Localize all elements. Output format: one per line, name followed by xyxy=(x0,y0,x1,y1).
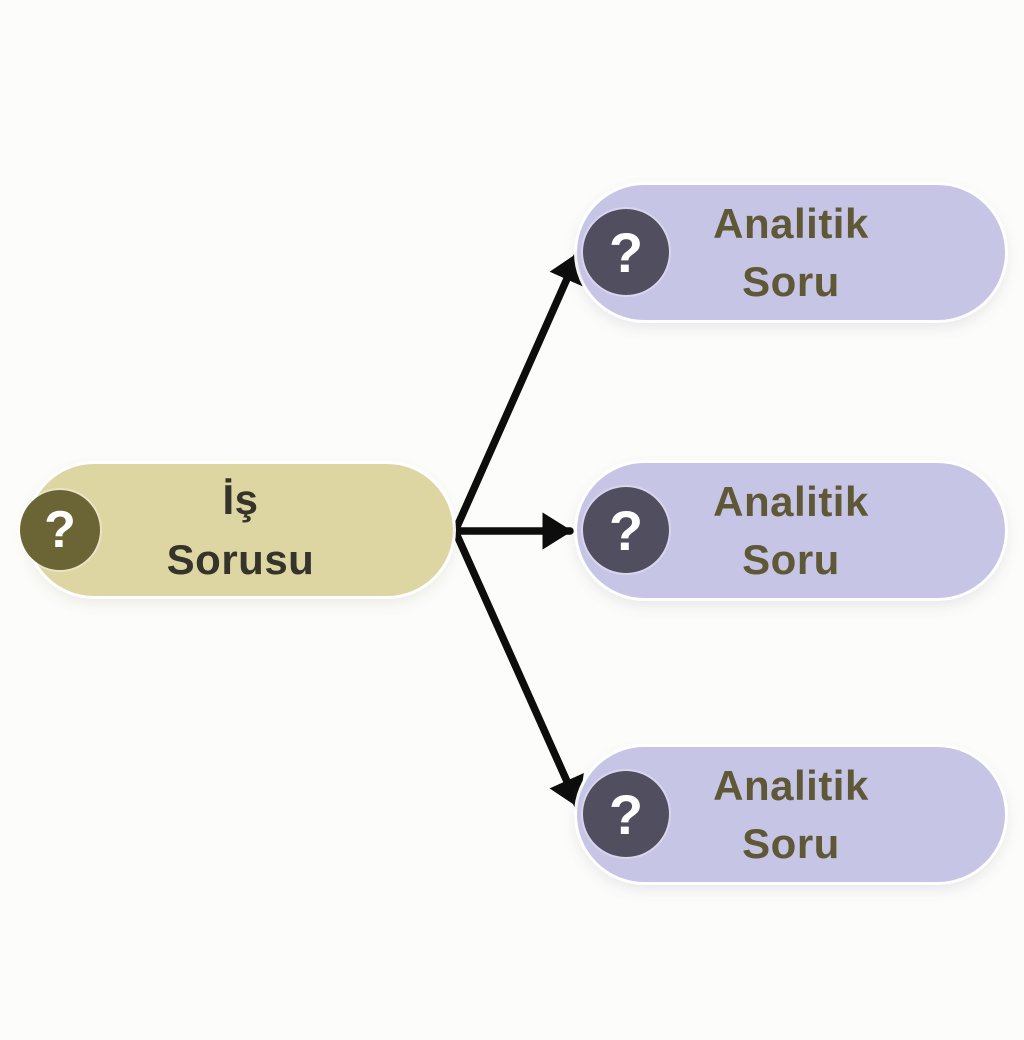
question-mark-glyph: ? xyxy=(608,498,644,562)
node-label-line2: Soru xyxy=(742,535,840,583)
node-label-line2: Soru xyxy=(742,819,840,867)
analytic-question-node-2: ? Analitik Soru xyxy=(577,463,1005,598)
question-mark-icon: ? xyxy=(583,209,669,295)
node-label-line1: Analitik xyxy=(713,477,869,525)
question-mark-icon: ? xyxy=(583,771,669,857)
question-mark-glyph: ? xyxy=(608,782,644,846)
node-label-line1: Analitik xyxy=(713,199,869,247)
node-label-line1: Analitik xyxy=(713,761,869,809)
node-label: Analitik Soru xyxy=(577,473,1005,589)
question-mark-glyph: ? xyxy=(44,501,76,559)
node-label: Analitik Soru xyxy=(577,757,1005,873)
question-mark-icon: ? xyxy=(20,490,100,570)
node-label: İş Sorusu xyxy=(28,470,453,590)
question-mark-glyph: ? xyxy=(608,220,644,284)
edge-root-to-analytic-question-1 xyxy=(452,250,584,533)
node-label: Analitik Soru xyxy=(577,195,1005,311)
analytic-question-node-1: ? Analitik Soru xyxy=(577,185,1005,320)
business-question-node: ? İş Sorusu xyxy=(20,464,453,596)
question-mark-icon: ? xyxy=(583,487,669,573)
node-label-line1: İş xyxy=(222,476,259,523)
analytic-question-node-3: ? Analitik Soru xyxy=(577,747,1005,882)
node-label-line2: Soru xyxy=(742,257,840,305)
edge-root-to-analytic-question-3 xyxy=(452,529,584,810)
node-label-line2: Sorusu xyxy=(166,536,315,583)
